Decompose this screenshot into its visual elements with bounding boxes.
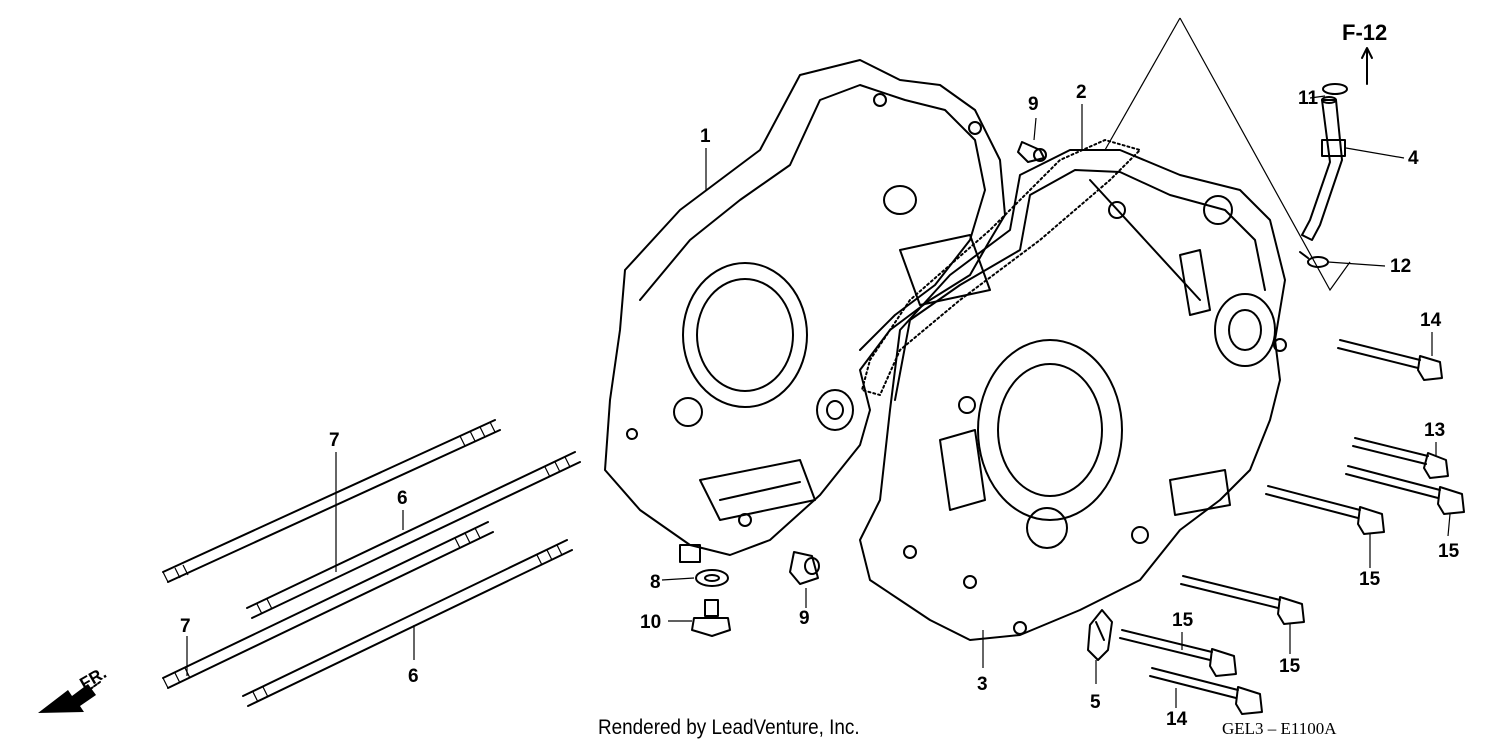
callout-14: 14 (1420, 310, 1442, 331)
callout-15: 15 (1359, 569, 1381, 590)
breather-tube (1301, 96, 1346, 241)
callout-10: 10 (640, 612, 661, 633)
hose-clamp (1087, 609, 1113, 661)
callout-14: 14 (1166, 709, 1188, 730)
drain-bolt (691, 599, 731, 637)
diagram-code: GEL3 – E1100A (1222, 719, 1337, 738)
dowel-pin-upper (1017, 141, 1047, 163)
callout-6: 6 (408, 666, 419, 687)
bolt-14-upper (1337, 339, 1443, 381)
credit-text: Rendered by LeadVenture, Inc. (598, 716, 860, 739)
callout-6: 6 (397, 488, 408, 509)
callout-15: 15 (1172, 610, 1194, 631)
callout-2: 2 (1076, 82, 1087, 103)
callout-15: 15 (1279, 656, 1301, 677)
bolt-13 (1352, 437, 1449, 479)
callout-11: 11 (1298, 88, 1319, 109)
callout-7: 7 (180, 616, 191, 637)
callout-3: 3 (977, 674, 988, 695)
callout-12: 12 (1390, 256, 1411, 277)
reference-arrow (1361, 47, 1373, 85)
leader-line (1179, 17, 1351, 292)
leader-lines (186, 95, 1451, 708)
bolt-14-lower (1149, 667, 1263, 715)
leader-line (1104, 17, 1181, 151)
callout-1: 1 (700, 126, 711, 147)
crankcase-gasket (861, 139, 1141, 396)
stud-bolt-6-upper (246, 451, 581, 619)
tube-clip-upper (1322, 83, 1348, 95)
callout-5: 5 (1090, 692, 1101, 713)
callout-7: 7 (329, 430, 340, 451)
tube-clip-lower (1299, 251, 1329, 268)
stud-bolt-6-lower (242, 539, 573, 707)
sealing-washer (695, 569, 729, 587)
callout-9: 9 (1028, 94, 1039, 115)
left-crankcase (604, 59, 1006, 563)
callout-4: 4 (1408, 148, 1419, 169)
dowel-pin-lower (789, 551, 820, 585)
callout-13: 13 (1424, 420, 1445, 441)
front-direction-arrow (38, 681, 101, 713)
bolt-15-lower-left (1119, 629, 1237, 677)
stud-bolt-7-lower (162, 521, 494, 689)
right-crankcase (859, 149, 1287, 641)
callout-8: 8 (650, 572, 661, 593)
callout-15: 15 (1438, 541, 1460, 562)
reference-label: F-12 (1342, 20, 1387, 45)
bolt-15-right (1345, 465, 1465, 515)
stud-bolt-7-upper (162, 419, 501, 583)
bolt-15-middle (1265, 485, 1385, 535)
callout-9: 9 (799, 608, 810, 629)
bolt-15-lower-right (1180, 575, 1305, 625)
